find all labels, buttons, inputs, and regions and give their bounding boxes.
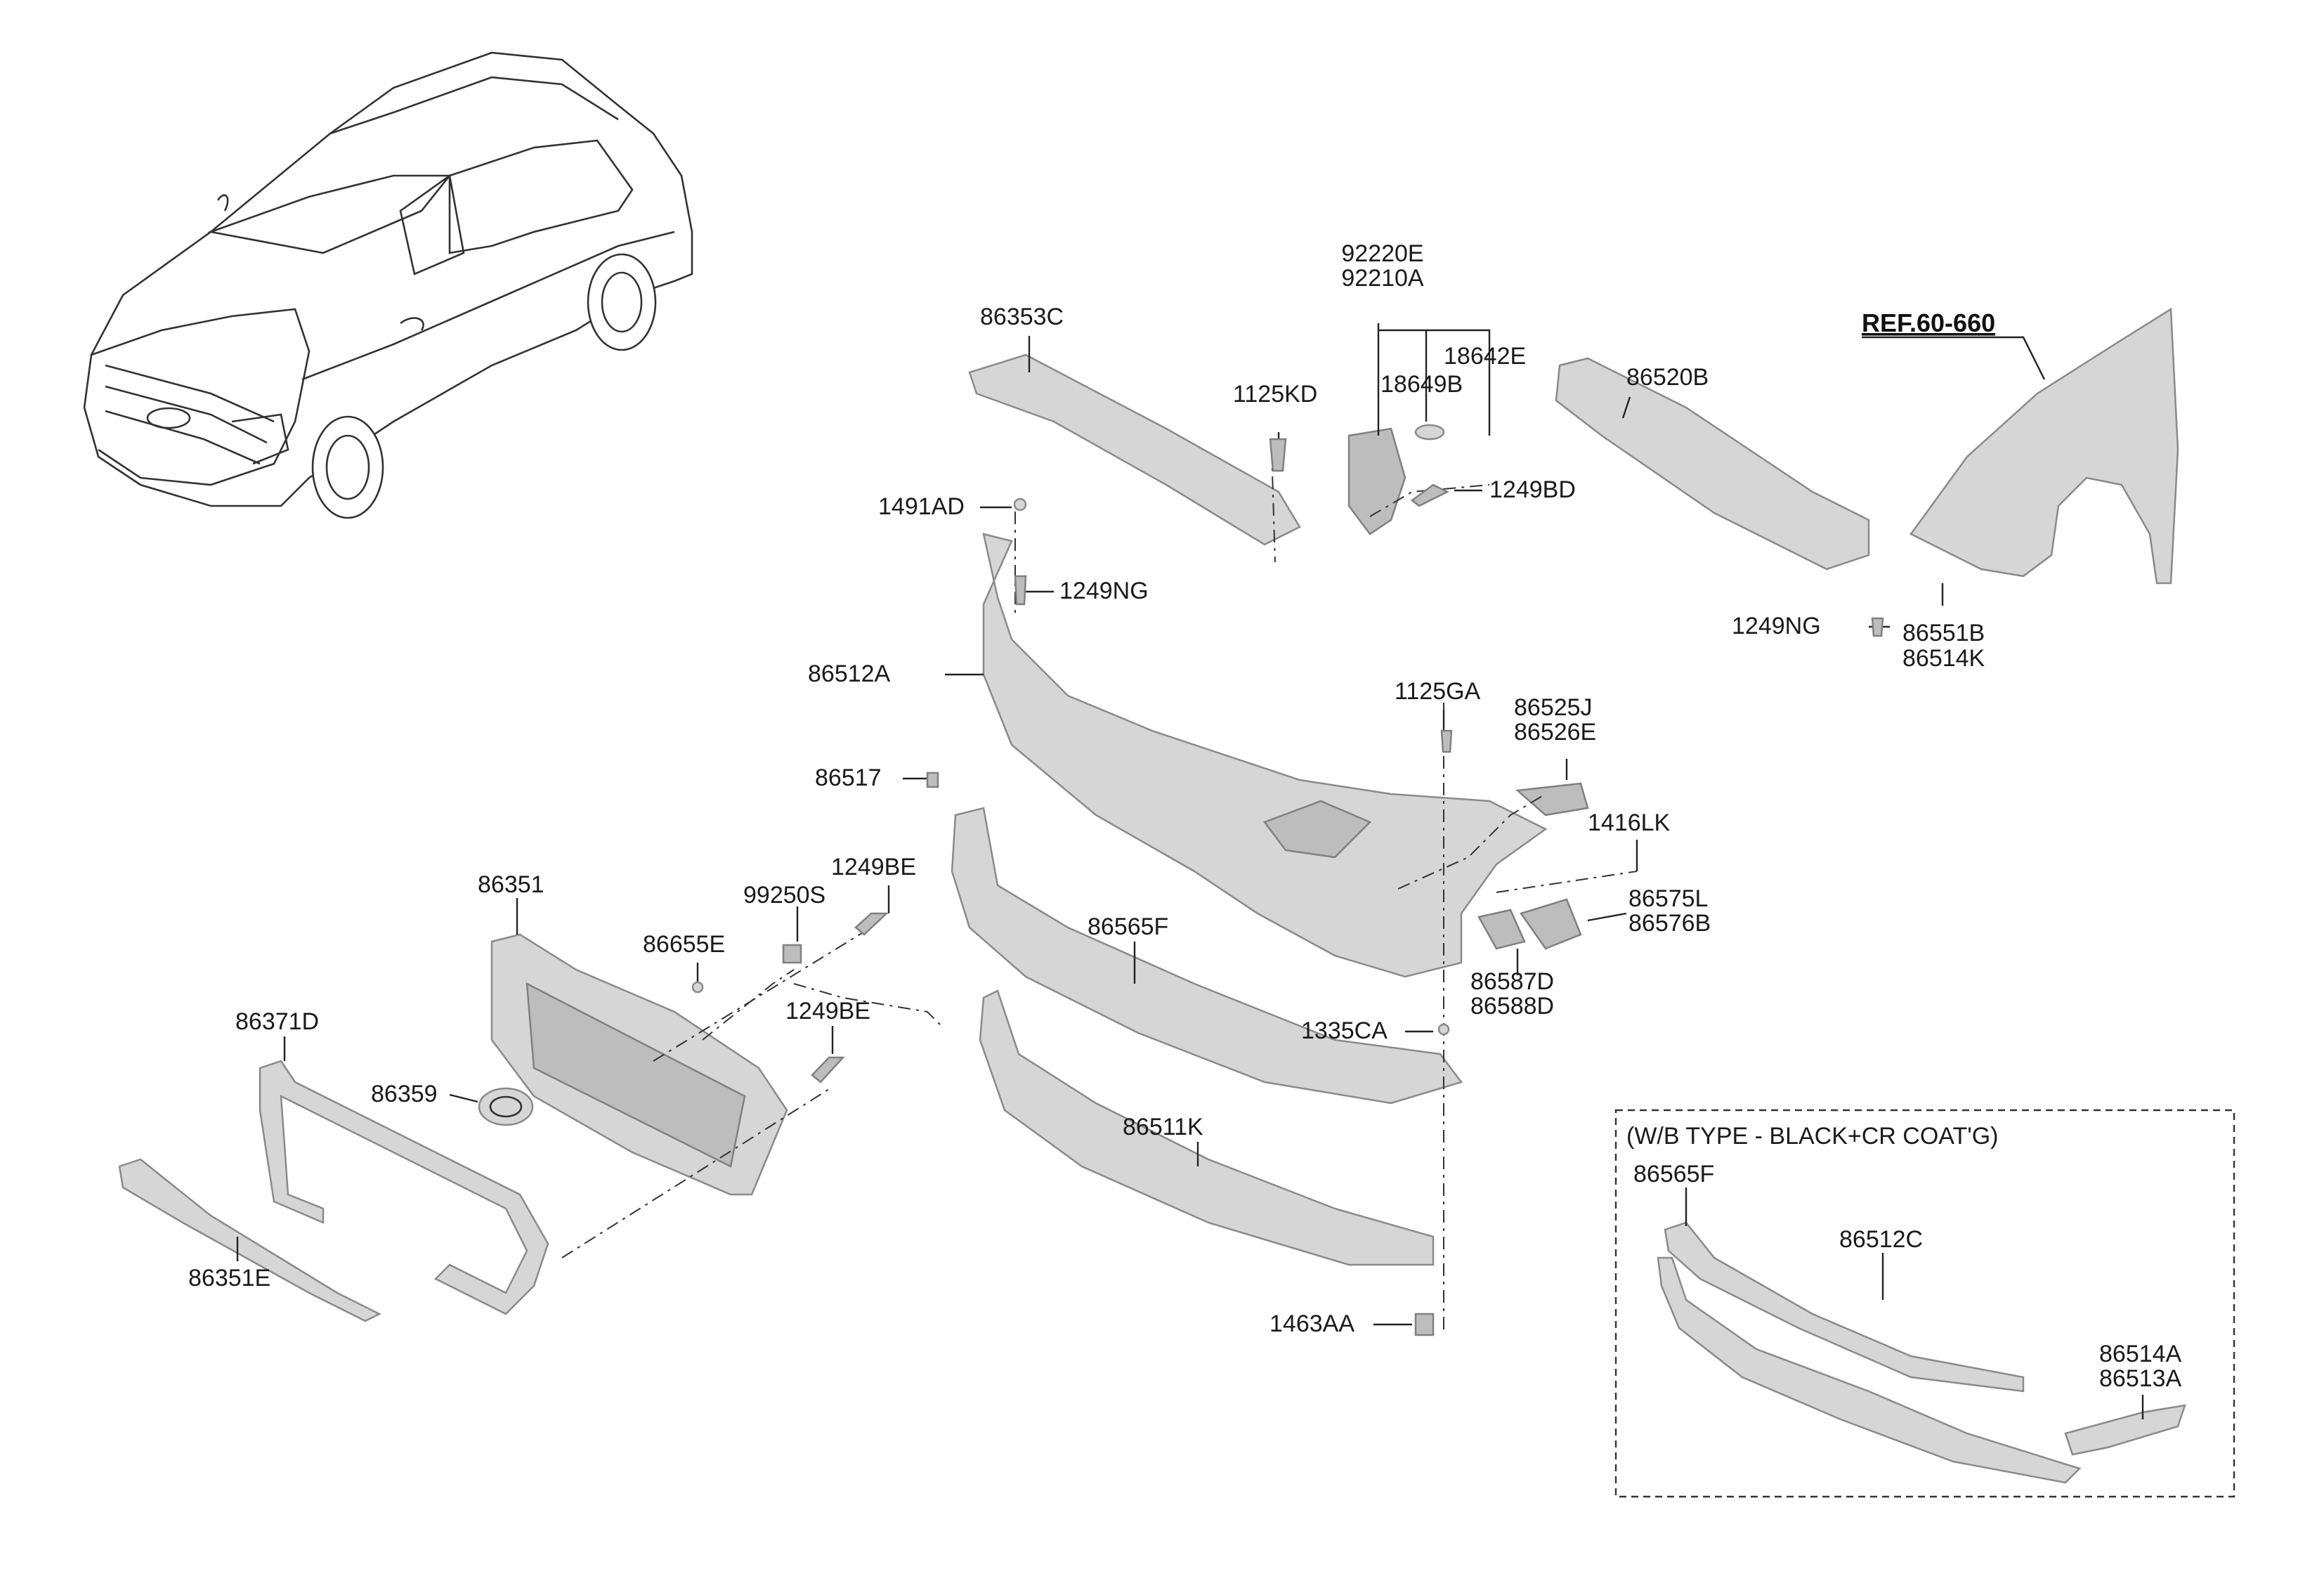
label-1249BE-lower: 1249BE	[785, 998, 870, 1024]
label-1463AA: 1463AA	[1269, 1310, 1354, 1337]
label-86513A: 86513A	[2099, 1365, 2182, 1392]
label-86351E: 86351E	[188, 1265, 270, 1291]
label-92210A: 92210A	[1341, 265, 1424, 292]
label-86514A: 86514A	[2099, 1341, 2182, 1367]
label-92220E: 92220E	[1341, 240, 1423, 267]
label-86517: 86517	[815, 764, 882, 791]
label-86587D: 86587D	[1470, 968, 1554, 995]
label-1249BE-upper: 1249BE	[831, 854, 916, 880]
inset-box	[1614, 1109, 2235, 1498]
label-86551B: 86551B	[1902, 620, 1985, 646]
label-86514K: 86514K	[1902, 645, 1985, 672]
inset-title: (W/B TYPE - BLACK+CR COAT'G)	[1626, 1123, 1998, 1150]
label-1125GA: 1125GA	[1395, 678, 1481, 705]
label-1125KD: 1125KD	[1233, 381, 1317, 408]
label-86359: 86359	[371, 1081, 438, 1107]
label-86565F-inset: 86565F	[1633, 1161, 1714, 1187]
label-86576B: 86576B	[1628, 910, 1711, 937]
label-1249BD: 1249BD	[1489, 476, 1576, 503]
label-86525J: 86525J	[1514, 694, 1593, 721]
label-86512A: 86512A	[808, 660, 891, 687]
label-86526E: 86526E	[1514, 719, 1596, 746]
label-1416LK: 1416LK	[1588, 809, 1671, 836]
label-86511K: 86511K	[1123, 1114, 1203, 1140]
label-99250S: 99250S	[743, 882, 825, 909]
label-1335CA: 1335CA	[1301, 1017, 1388, 1044]
label-86512C: 86512C	[1839, 1226, 1923, 1253]
label-86588D: 86588D	[1470, 993, 1554, 1020]
label-86371D: 86371D	[235, 1008, 319, 1035]
vehicle-illustration	[83, 51, 693, 519]
label-18649B: 18649B	[1380, 371, 1463, 398]
label-1249NG-upper: 1249NG	[1059, 578, 1149, 604]
part-shapes	[118, 307, 2186, 1484]
label-ref-60-660: REF.60-660	[1862, 308, 1995, 337]
label-1491AD: 1491AD	[878, 493, 965, 520]
fasteners	[691, 438, 1884, 1336]
label-86565F: 86565F	[1088, 913, 1168, 940]
label-86575L: 86575L	[1628, 885, 1708, 912]
label-86353C: 86353C	[980, 304, 1064, 330]
label-86351: 86351	[478, 871, 544, 898]
label-18642E: 18642E	[1444, 343, 1526, 370]
label-86520B: 86520B	[1626, 364, 1709, 391]
part-labels: 86353C 92220E 92210A 18642E 18649B 1125K…	[188, 240, 2182, 1392]
label-86655E: 86655E	[643, 931, 725, 958]
label-1249NG-fender: 1249NG	[1732, 613, 1821, 639]
